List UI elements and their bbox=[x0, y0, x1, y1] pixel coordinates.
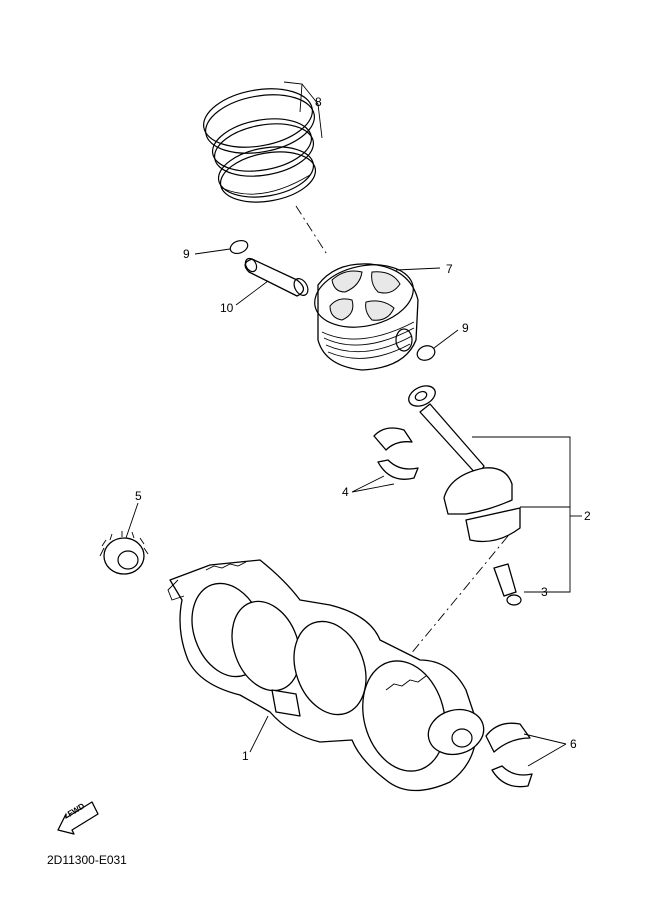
drawing-code: 2D11300-E031 bbox=[47, 853, 127, 867]
crank-gear bbox=[99, 531, 149, 575]
callout-3: 3 bbox=[541, 585, 548, 599]
connecting-rod bbox=[408, 385, 521, 543]
callout-4: 4 bbox=[342, 485, 349, 499]
callout-2: 2 bbox=[584, 509, 591, 523]
piston-pin bbox=[244, 257, 309, 297]
callout-7: 7 bbox=[446, 262, 453, 276]
crankshaft bbox=[167, 559, 485, 792]
piston bbox=[314, 263, 419, 371]
callout-6: 6 bbox=[570, 737, 577, 751]
callout-8: 8 bbox=[315, 95, 322, 109]
main-bearing bbox=[485, 722, 533, 788]
callout-9-top: 9 bbox=[183, 247, 190, 261]
big-end-bearing bbox=[373, 427, 419, 480]
callout-1: 1 bbox=[242, 749, 249, 763]
callout-9-right: 9 bbox=[462, 321, 469, 335]
callout-5: 5 bbox=[135, 489, 142, 503]
rod-bolt bbox=[493, 563, 522, 606]
callout-10: 10 bbox=[220, 301, 234, 315]
piston-ring-set bbox=[203, 88, 317, 203]
fwd-arrow-icon bbox=[57, 801, 99, 835]
